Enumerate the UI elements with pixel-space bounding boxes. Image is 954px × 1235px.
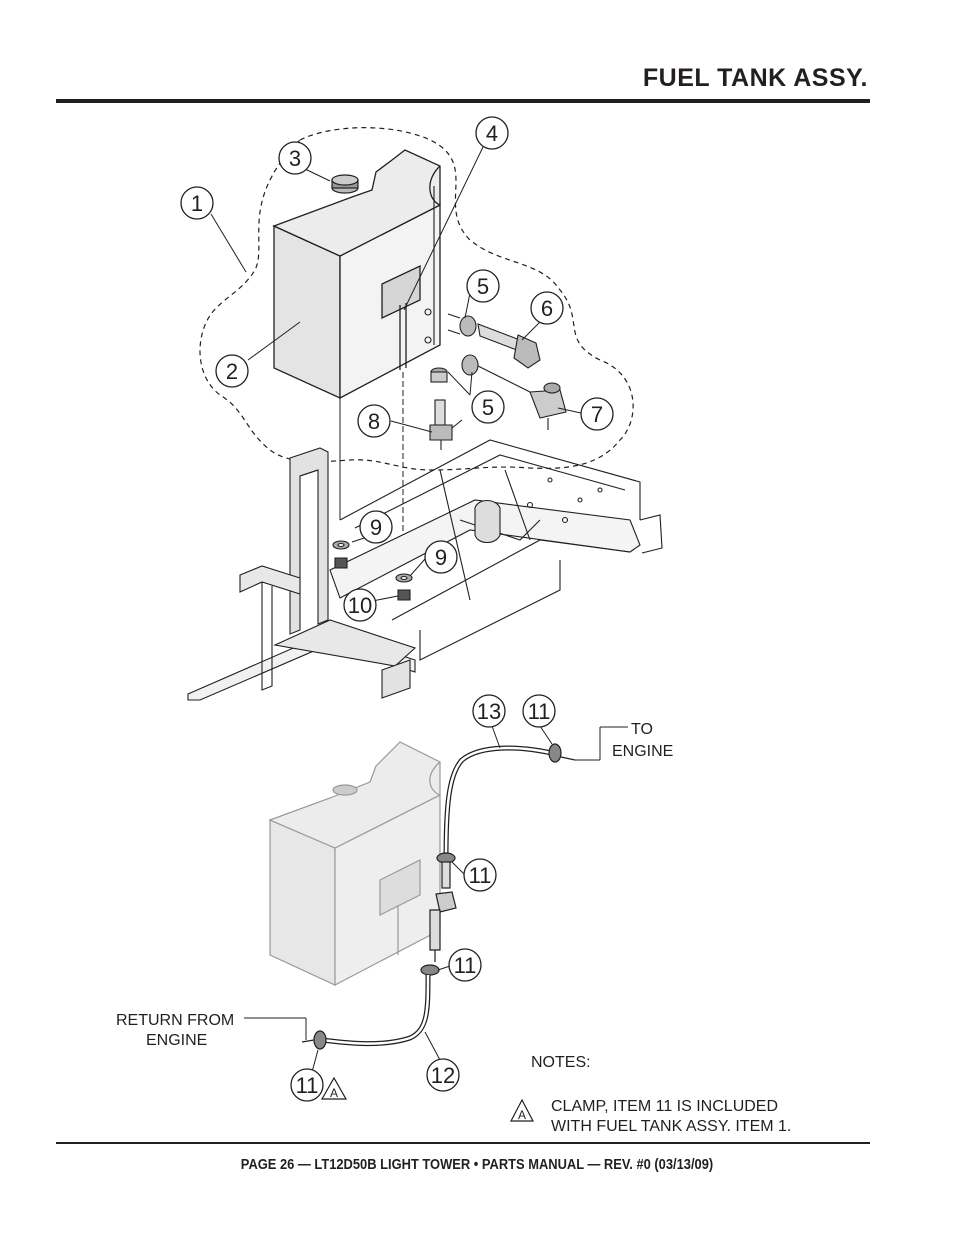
callout-5-upper: 5 [477, 274, 489, 299]
hose-assembly [301, 743, 576, 1050]
washers-nuts [332, 540, 413, 601]
callout-9-right: 9 [435, 545, 447, 570]
callout-8: 8 [368, 409, 380, 434]
callout-6: 6 [541, 296, 553, 321]
note-symbol-letter: A [518, 1108, 526, 1122]
return-from-engine-label-line1: RETURN FROM [116, 1012, 234, 1029]
callout-1: 1 [191, 191, 203, 216]
diagram-labels: TO ENGINE RETURN FROM ENGINE A A NOTES: … [116, 721, 791, 1135]
to-engine-label-line1: TO [631, 721, 653, 738]
callout-11-bottom: 11 [296, 1073, 319, 1098]
callout-10: 10 [348, 593, 372, 618]
fuel-tank-lower [268, 741, 441, 986]
to-engine-label-line2: ENGINE [612, 743, 673, 760]
callout-3: 3 [289, 146, 301, 171]
page-title: FUEL TANK ASSY. [642, 64, 868, 92]
callout-13: 13 [477, 699, 501, 724]
page-footer: PAGE 26 — LT12D50B LIGHT TOWER • PARTS M… [240, 1156, 714, 1173]
callout-4: 4 [486, 121, 498, 146]
trailer-frame [187, 439, 663, 701]
callout-7: 7 [591, 402, 603, 427]
notes-heading: NOTES: [531, 1054, 591, 1071]
fuel-cap [331, 174, 359, 194]
header-rule [56, 99, 870, 103]
leaders-lower [244, 725, 628, 1073]
fittings [424, 186, 567, 450]
note-symbol-triangle [510, 1098, 534, 1122]
return-from-engine-label-line2: ENGINE [146, 1032, 207, 1049]
fuel-tank-upper [272, 149, 441, 400]
callout-9-left: 9 [370, 515, 382, 540]
note-line-2: WITH FUEL TANK ASSY. ITEM 1. [551, 1118, 791, 1135]
callout-numbers: 1 3 4 2 5 6 5 7 8 9 9 10 13 11 11 11 12 … [191, 121, 603, 1098]
assembly-outline [199, 127, 634, 471]
footer-rule [56, 1142, 870, 1144]
callout-2: 2 [226, 359, 238, 384]
note-line-1: CLAMP, ITEM 11 IS INCLUDED [551, 1098, 778, 1115]
callout-12: 12 [431, 1063, 455, 1088]
callout-11-middle: 11 [469, 863, 492, 888]
note-marker-letter: A [330, 1086, 338, 1100]
callout-circles [180, 116, 614, 1102]
callout-11-top: 11 [528, 699, 551, 724]
note-marker-triangle [320, 1076, 348, 1100]
callout-5-lower: 5 [482, 395, 494, 420]
callout-11-lower: 11 [454, 953, 477, 978]
